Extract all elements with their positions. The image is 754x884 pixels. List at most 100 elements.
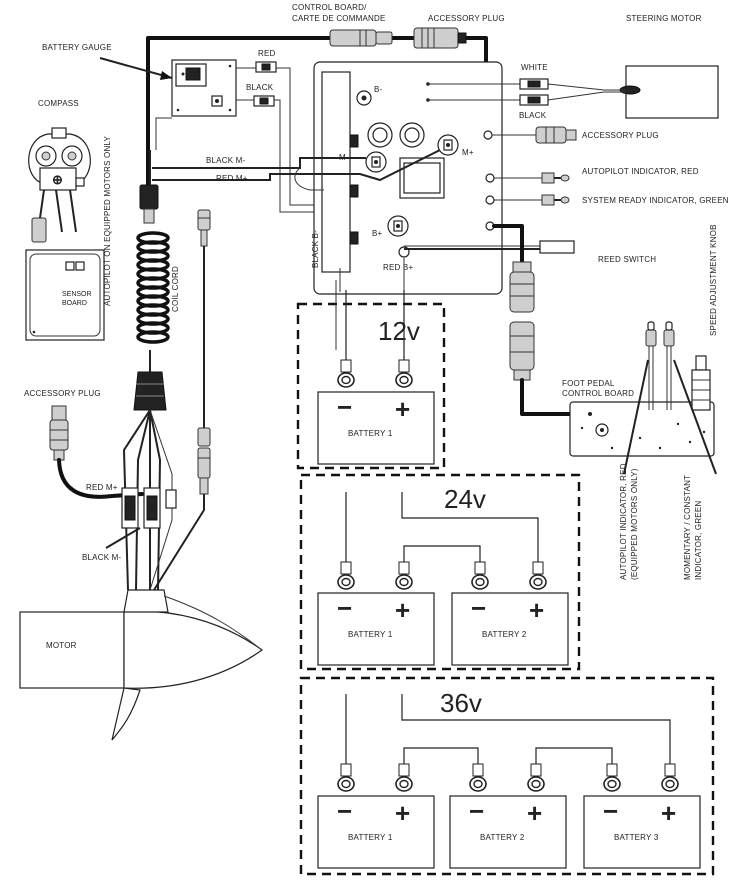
terminal-positive-v12-1 <box>395 359 413 388</box>
sensor-board <box>25 249 105 341</box>
sensor-board-label-1: SENSOR <box>62 291 92 298</box>
terminal-negative-v24-1 <box>337 561 355 590</box>
system-ready-indicator-label: SYSTEM READY INDICATOR, GREEN <box>582 196 729 205</box>
terminal-positive-v36-1 <box>395 763 413 792</box>
reed-cable-plug-upper <box>197 209 211 247</box>
accessory-plug-top-connector <box>413 27 467 49</box>
accessory-plug-left-cable <box>57 458 144 499</box>
terminal-negative-v36-2 <box>469 763 487 792</box>
foot-pedal-plug-upper <box>509 261 535 313</box>
red-gauge-label: RED <box>258 49 276 58</box>
steering-motor <box>619 65 719 119</box>
black-wire-fuse <box>519 94 549 106</box>
foot-pedal-cable-top <box>492 224 524 264</box>
accessory-plug-right-label: ACCESSORY PLUG <box>582 131 659 140</box>
battery-name: BATTERY 2 <box>482 630 527 639</box>
voltage-12v: 12v <box>378 316 420 346</box>
battery-name: BATTERY 1 <box>348 833 393 842</box>
autopilot-indicator-label-v1: AUTOPILOT INDICATOR, RED <box>619 463 628 580</box>
minus-symbol: − <box>337 392 352 422</box>
system-24v-frame <box>299 473 581 671</box>
accessory-plug-left-connector <box>49 405 69 461</box>
autopilot-indicator-label-v2: (EQUIPPED MOTORS ONLY) <box>630 468 639 580</box>
control-board <box>313 61 503 295</box>
plus-symbol: + <box>661 798 676 828</box>
black-m-minus-board-wire <box>152 157 366 169</box>
coil-cord-label: COIL CORD <box>171 266 180 312</box>
white-wire <box>428 83 626 91</box>
system-ready-indicator-led <box>541 194 570 206</box>
svg-text:⊕: ⊕ <box>52 172 63 187</box>
battery-jumpers <box>345 290 671 764</box>
battery-bank: −+BATTERY 1−+BATTERY 1−+BATTERY 2−+BATTE… <box>317 359 701 869</box>
voltage-24v: 24v <box>444 484 486 514</box>
battery-name: BATTERY 3 <box>614 833 659 842</box>
motor <box>19 589 264 741</box>
sensor-board-label-2: BOARD <box>62 300 87 307</box>
red-m-plus-board-wire <box>152 149 441 182</box>
lead-positive-v24 <box>401 492 539 562</box>
battery-gauge-pointer <box>99 57 173 79</box>
jumper-v36-2 <box>535 747 613 764</box>
autopilot-pointer <box>623 359 649 475</box>
autopilot-indicator-led <box>541 172 570 184</box>
motor-lead-connectors <box>121 487 177 529</box>
black-m-minus-board-label: BLACK M- <box>206 156 246 165</box>
battery-gauge-arrowhead <box>160 71 172 80</box>
white-wire-fuse <box>519 78 549 90</box>
red-m-plus-motor-label: RED M+ <box>86 483 118 492</box>
battery-v12-1: − +BATTERY 1 <box>317 359 435 465</box>
pedal-momentary-led <box>663 321 675 410</box>
reed-cable-plug-lower <box>197 427 211 495</box>
minus-symbol: − <box>469 796 484 826</box>
black-b-minus-label: BLACK B- <box>311 230 320 268</box>
compass: ⊕ <box>28 127 91 191</box>
reed-switch <box>539 240 575 254</box>
voltage-36v: 36v <box>440 688 482 718</box>
control-board-connector <box>329 29 393 47</box>
minus-symbol: − <box>337 593 352 623</box>
battery-gauge-label: BATTERY GAUGE <box>42 43 112 52</box>
black-gauge-label: BLACK <box>246 83 274 92</box>
jumper-v24-1 <box>403 545 481 562</box>
coil-cord <box>136 231 170 344</box>
terminal-negative-v12-1 <box>337 359 355 388</box>
battery-v36-2: −+BATTERY 2 <box>449 763 567 869</box>
minus-symbol: − <box>337 796 352 826</box>
red-m-plus-board-label: RED M+ <box>216 174 248 183</box>
autopilot-equipped-label: AUTOPILOT ON EQUIPPED MOTORS ONLY <box>103 135 112 306</box>
jumper-v36-1 <box>403 747 479 764</box>
foot-pedal-label-1: FOOT PEDAL <box>562 379 615 388</box>
battery-name: BATTERY 1 <box>348 429 393 438</box>
black-steering-wire <box>428 91 626 101</box>
black-m-minus-pointer <box>105 527 141 549</box>
speed-adjustment-knob <box>691 355 711 411</box>
motor-tube-collar <box>133 371 167 411</box>
battery-v24-1: − +BATTERY 1 <box>317 561 435 666</box>
black-m-minus-motor-label: BLACK M- <box>82 553 122 562</box>
m-plus-label: M+ <box>462 148 474 157</box>
battery-name: BATTERY 1 <box>348 630 393 639</box>
steering-motor-label: STEERING MOTOR <box>626 14 702 23</box>
battery-v24-2: −+BATTERY 2 <box>451 561 569 666</box>
minus-symbol: − <box>603 796 618 826</box>
battery-v36-1: − +BATTERY 1 <box>317 763 435 869</box>
terminal-positive-v36-3 <box>661 763 679 792</box>
plus-symbol: + <box>395 595 410 625</box>
black-gauge-fuse <box>253 95 275 107</box>
accessory-plug-left-label: ACCESSORY PLUG <box>24 389 101 398</box>
black-wire-label: BLACK <box>519 111 547 120</box>
compass-connector <box>31 217 47 243</box>
momentary-constant-label-2: INDICATOR, GREEN <box>694 501 703 580</box>
gauge-feed-wire <box>155 117 172 150</box>
accessory-plug-top-label: ACCESSORY PLUG <box>428 14 505 23</box>
red-gauge-fuse <box>255 61 277 73</box>
battery-v36-3: − +BATTERY 3 <box>583 763 701 869</box>
lead-positive-v36 <box>401 694 671 764</box>
plus-symbol: + <box>395 798 410 828</box>
foot-pedal-label-2: CONTROL BOARD <box>562 389 634 398</box>
plus-symbol: + <box>529 595 544 625</box>
terminal-positive-v24-2 <box>529 561 547 590</box>
plus-symbol: + <box>395 394 410 424</box>
